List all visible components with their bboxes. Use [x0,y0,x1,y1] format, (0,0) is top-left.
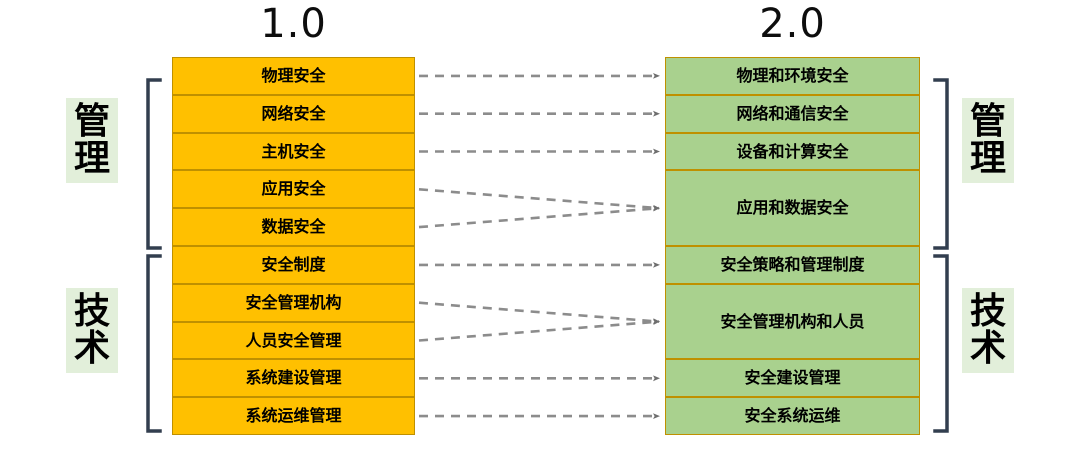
node-right-1[interactable]: 物理和环境安全 [665,57,920,95]
bracket-left-technical [146,254,162,433]
bracket-right-technical [933,254,949,433]
node-label: 网络安全 [261,103,326,123]
node-right-6[interactable]: 安全管理机构和人员 [665,283,920,360]
node-left-8[interactable]: 人员安全管理 [172,321,415,360]
node-left-4[interactable]: 应用安全 [172,170,415,209]
connector-4 [418,188,660,211]
column-heading-1-0: 1.0 [260,1,327,47]
node-label: 系统运维管理 [245,406,342,426]
node-left-7[interactable]: 安全管理机构 [172,283,415,322]
node-label: 安全系统运维 [744,406,841,426]
node-right-5[interactable]: 安全策略和管理制度 [665,245,920,284]
node-label: 应用安全 [261,179,326,199]
column-heading-2-0: 2.0 [759,1,826,47]
node-right-4[interactable]: 应用和数据安全 [665,170,920,246]
node-label: 安全管理机构和人员 [720,311,865,331]
node-label: 安全制度 [261,255,326,275]
node-left-2[interactable]: 网络安全 [172,94,415,133]
node-label: 数据安全 [261,217,326,237]
node-label: 安全建设管理 [744,368,841,388]
node-label: 物理和环境安全 [736,66,849,86]
node-label: 安全管理机构 [245,292,342,312]
right-column: 物理和环境安全 网络和通信安全 设备和计算安全 应用和数据安全 安全策略和管理制… [665,57,920,435]
node-left-5[interactable]: 数据安全 [172,208,415,246]
node-label: 系统建设管理 [245,368,342,388]
connector-8 [418,319,660,342]
node-right-8[interactable]: 安全系统运维 [665,397,920,435]
group-label-right-management: 管理 [962,98,1014,184]
node-label: 网络和通信安全 [736,103,849,123]
group-label-left-technical: 技术 [66,288,118,374]
node-right-3[interactable]: 设备和计算安全 [665,132,920,171]
node-left-10[interactable]: 系统运维管理 [172,397,415,435]
node-label: 物理安全 [261,66,326,86]
node-label: 主机安全 [261,141,326,161]
node-label: 人员安全管理 [245,330,342,350]
node-left-1[interactable]: 物理安全 [172,57,415,95]
left-column: 物理安全 网络安全 主机安全 应用安全 数据安全 安全制度 安全管理机构 人员安… [172,57,415,435]
bracket-left-management [146,78,162,250]
node-left-6[interactable]: 安全制度 [172,245,415,284]
node-label: 设备和计算安全 [736,141,849,161]
node-left-9[interactable]: 系统建设管理 [172,359,415,398]
bracket-right-management [933,78,949,250]
connector-7 [418,301,660,325]
node-right-2[interactable]: 网络和通信安全 [665,94,920,133]
node-label: 应用和数据安全 [736,198,849,218]
node-left-3[interactable]: 主机安全 [172,132,415,171]
node-label: 安全策略和管理制度 [720,255,865,275]
group-label-left-management: 管理 [66,98,118,184]
group-label-right-technical: 技术 [962,288,1014,374]
connector-5 [418,205,660,229]
node-right-7[interactable]: 安全建设管理 [665,359,920,398]
